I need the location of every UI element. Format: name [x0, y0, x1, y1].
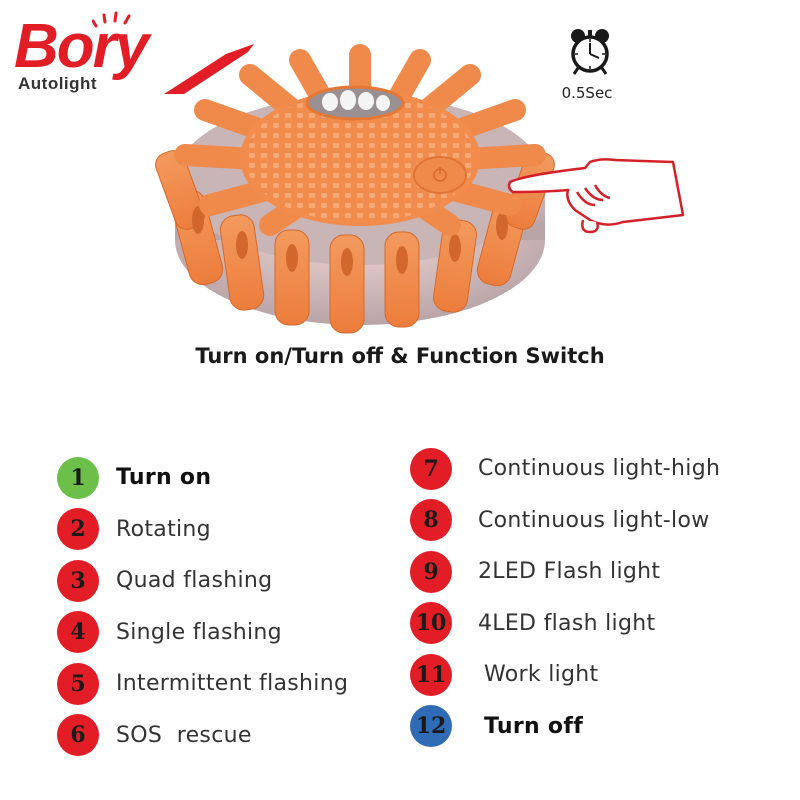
- step-badge: 8: [410, 499, 452, 542]
- function-label: Turn off: [484, 713, 584, 739]
- function-item: 10 4LED flash light: [410, 598, 720, 650]
- step-badge: 2: [57, 508, 99, 551]
- logo-swoosh-icon: [164, 44, 254, 94]
- function-item: 2 Rotating: [57, 504, 348, 556]
- step-badge: 1: [57, 456, 99, 499]
- page-title: Turn on/Turn off & Function Switch: [195, 344, 605, 368]
- function-item: 8 Continuous light-low: [410, 495, 720, 547]
- function-label: Rotating: [116, 516, 211, 542]
- step-badge: 6: [57, 714, 99, 757]
- function-item: 1 Turn on: [57, 452, 348, 504]
- function-label: Work light: [484, 662, 599, 688]
- function-label: Continuous light-low: [478, 507, 710, 533]
- alarm-clock-icon: [571, 29, 609, 75]
- step-badge: 9: [410, 550, 452, 593]
- function-item: 7 Continuous light-high: [410, 443, 720, 495]
- light-rays-icon: [92, 11, 131, 28]
- brand-logo: Bory Autolight: [14, 11, 254, 104]
- step-badge: 12: [410, 705, 452, 748]
- function-item: 12 Turn off: [410, 701, 720, 753]
- function-label: 2LED Flash light: [478, 559, 661, 585]
- function-label: 4LED flash light: [478, 610, 656, 636]
- brand-name: Bory: [14, 12, 149, 81]
- step-badge: 5: [57, 662, 99, 705]
- function-item: 11 Work light: [410, 649, 720, 701]
- step-badge: 4: [57, 611, 99, 654]
- function-label: Continuous light-high: [478, 456, 721, 482]
- function-item: 9 2LED Flash light: [410, 546, 720, 598]
- timer-indicator: 0.5Sec: [545, 28, 635, 102]
- step-badge: 11: [410, 653, 452, 696]
- timer-label: 0.5Sec: [561, 84, 613, 102]
- step-badge: 7: [410, 447, 452, 490]
- function-item: 5 Intermittent flashing: [57, 658, 348, 710]
- function-list-left: 1 Turn on 2 Rotating 3 Quad flashing 4 S…: [57, 452, 348, 761]
- function-label: SOS rescue: [116, 722, 252, 748]
- led-flare-device-image: [155, 44, 555, 334]
- function-item: 3 Quad flashing: [57, 555, 348, 607]
- step-badge: 10: [410, 602, 452, 645]
- function-item: 4 Single flashing: [57, 607, 348, 659]
- function-item: 6 SOS rescue: [57, 710, 348, 762]
- function-label: Turn on: [116, 465, 212, 491]
- function-label: Single flashing: [116, 619, 282, 645]
- step-badge: 3: [57, 559, 99, 602]
- brand-tagline: Autolight: [18, 74, 98, 93]
- pointing-hand-icon: [507, 158, 685, 234]
- function-list-right: 7 Continuous light-high 8 Continuous lig…: [410, 443, 720, 752]
- function-label: Quad flashing: [116, 568, 273, 594]
- function-label: Intermittent flashing: [116, 671, 349, 697]
